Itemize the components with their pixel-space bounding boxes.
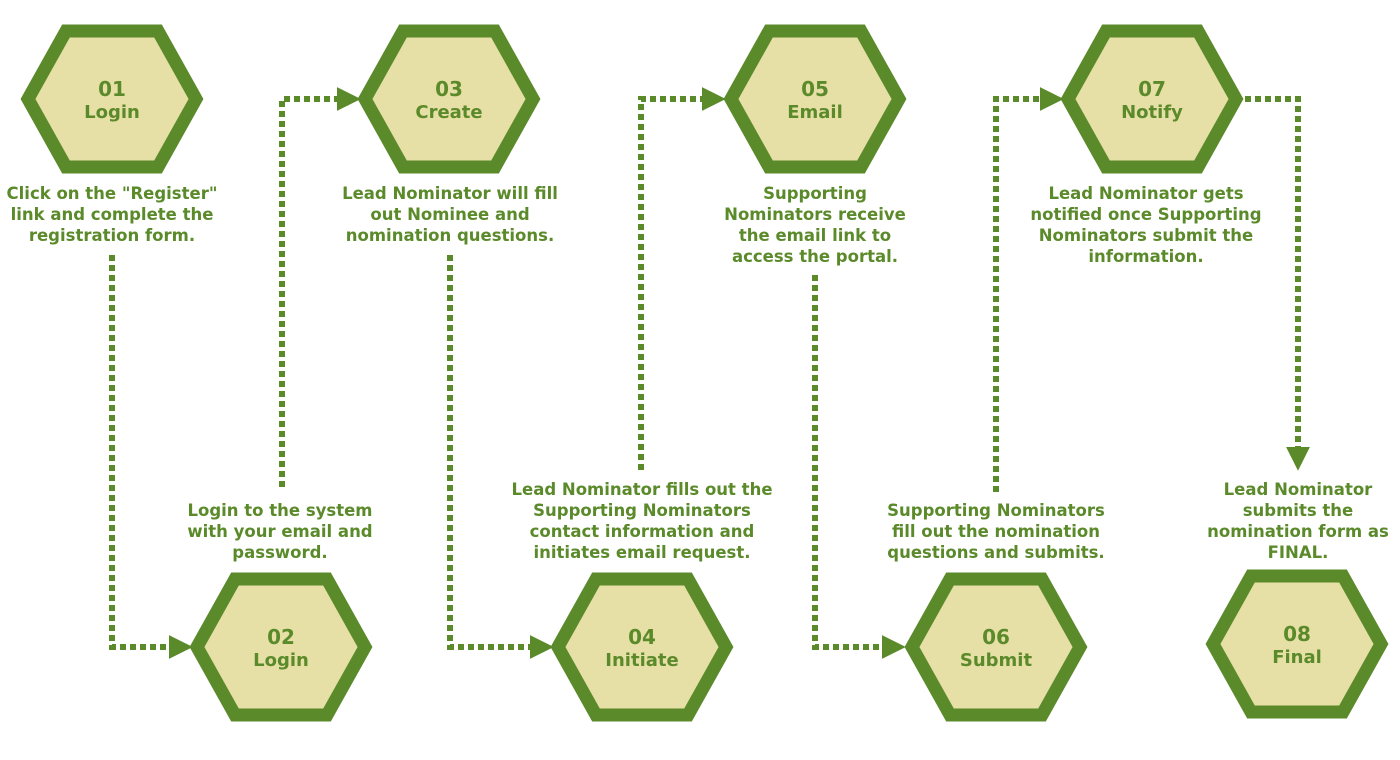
- step-06-description: Supporting Nominators fill out the nomin…: [887, 501, 1105, 562]
- step-08-description: Lead Nominator submits the nomination fo…: [1207, 480, 1389, 562]
- step-number: 07: [1138, 77, 1166, 101]
- step-03: 03 Create: [357, 24, 541, 174]
- step-07: 07 Notify: [1060, 24, 1244, 174]
- step-08: 08 Final: [1205, 569, 1389, 719]
- step-02-description: Login to the system with your email and …: [187, 501, 373, 562]
- step-03-description: Lead Nominator will fill out Nominee and…: [342, 184, 558, 245]
- hexagon: [904, 572, 1088, 722]
- step-01: 01 Login: [20, 24, 204, 174]
- step-number: 01: [98, 77, 126, 101]
- connector-05-06: [812, 275, 906, 659]
- step-title: Submit: [960, 650, 1033, 671]
- connector-07-08: [1245, 96, 1310, 471]
- step-title: Final: [1272, 647, 1322, 668]
- step-title: Login: [84, 102, 140, 123]
- hexagon: [723, 24, 907, 174]
- connector-01-02: [109, 255, 193, 659]
- step-number: 06: [982, 625, 1010, 649]
- connector-04-05: [638, 87, 726, 470]
- hexagon: [20, 24, 204, 174]
- step-number: 03: [435, 77, 463, 101]
- hexagon: [357, 24, 541, 174]
- step-number: 04: [628, 625, 656, 649]
- step-05: 05 Email: [723, 24, 907, 174]
- step-06: 06 Submit: [904, 572, 1088, 722]
- step-07-description: Lead Nominator gets notified once Suppor…: [1030, 184, 1262, 266]
- step-number: 02: [267, 625, 295, 649]
- step-number: 08: [1283, 622, 1311, 646]
- hexagon: [1205, 569, 1389, 719]
- connectors: [109, 87, 1310, 659]
- step-title: Login: [253, 650, 309, 671]
- connector-03-04: [447, 255, 554, 659]
- step-number: 05: [801, 77, 829, 101]
- connector-02-03: [279, 87, 361, 487]
- step-title: Initiate: [605, 650, 678, 671]
- step-title: Create: [415, 102, 482, 123]
- hexagon: [550, 572, 734, 722]
- step-01-description: Click on the "Register" link and complet…: [6, 184, 218, 245]
- step-title: Notify: [1121, 102, 1183, 123]
- step-04-description: Lead Nominator fills out the Supporting …: [511, 480, 773, 562]
- step-title: Email: [787, 102, 843, 123]
- step-05-description: Supporting Nominators receive the email …: [724, 184, 906, 266]
- step-02: 02 Login: [189, 572, 373, 722]
- step-04: 04 Initiate: [550, 572, 734, 722]
- connector-06-07: [993, 87, 1064, 492]
- hexagon: [1060, 24, 1244, 174]
- hexagon: [189, 572, 373, 722]
